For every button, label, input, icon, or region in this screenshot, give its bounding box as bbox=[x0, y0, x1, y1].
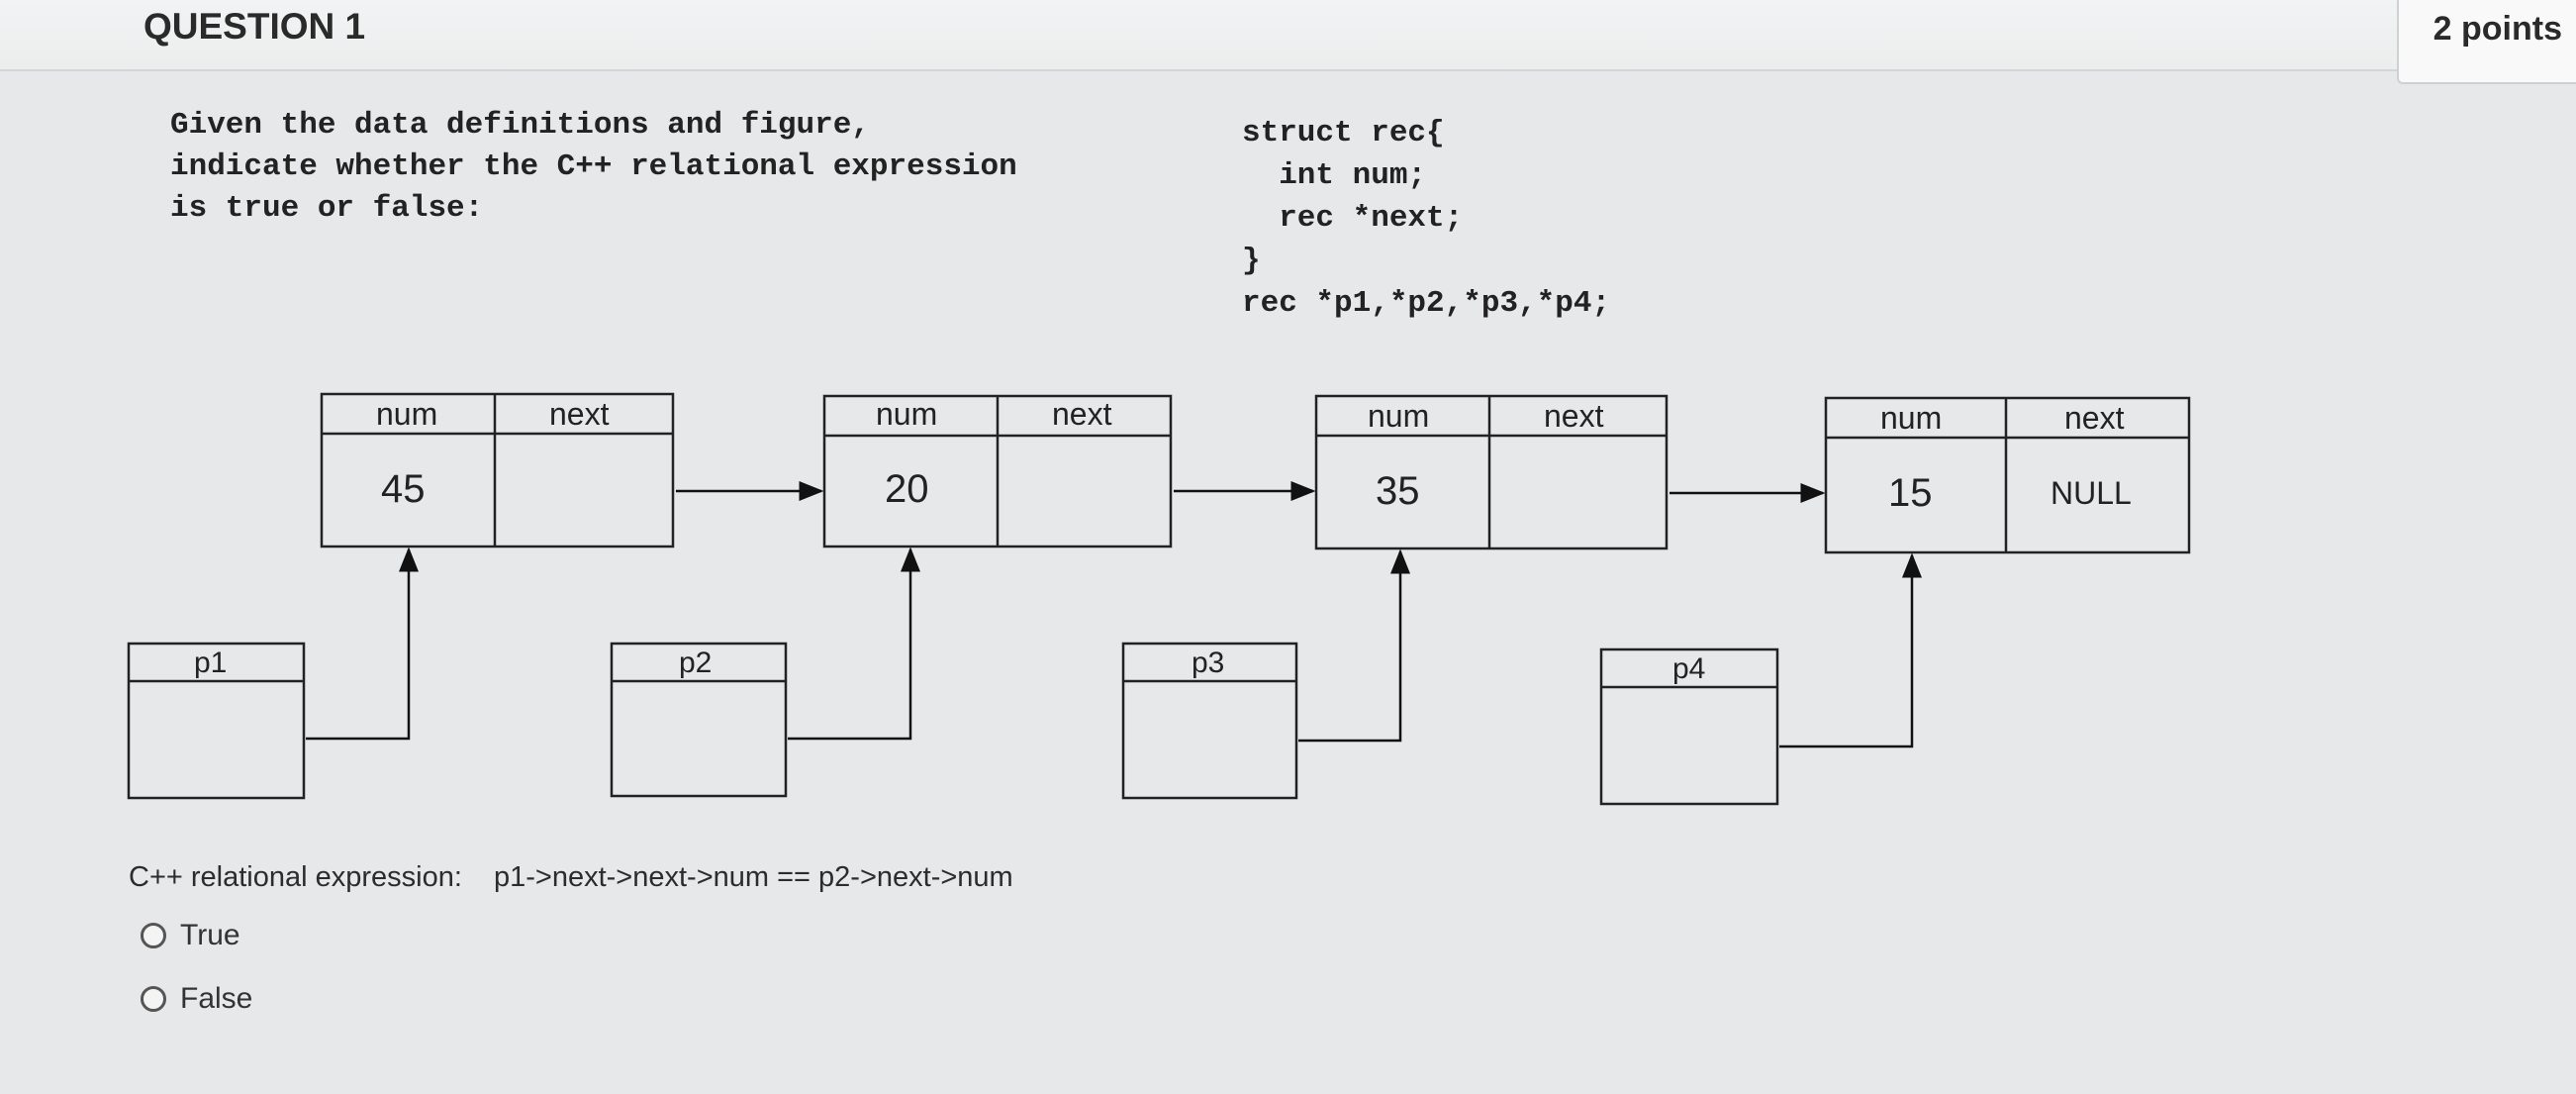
node-2-num-header: num bbox=[876, 396, 938, 432]
pointer-box-p2 bbox=[610, 642, 788, 798]
code-line-5: rec *p1,*p2,*p3,*p4; bbox=[1242, 286, 1611, 321]
question-header bbox=[0, 0, 2576, 71]
pointer-box-p1 bbox=[127, 642, 306, 800]
expression-value: p1->next->next->num == p2->next->num bbox=[493, 861, 1013, 893]
pointer-label-p4: p4 bbox=[1672, 652, 1706, 685]
node-1-num-header: num bbox=[376, 396, 438, 432]
pointer-box-p3 bbox=[1121, 642, 1298, 800]
code-line-2: int num; bbox=[1242, 158, 1427, 193]
prompt-line-1: Given the data definitions and figure, bbox=[170, 108, 870, 143]
code-line-1: struct rec{ bbox=[1242, 116, 1445, 150]
node-3-box bbox=[1314, 394, 1669, 550]
prompt-line-2: indicate whether the C++ relational expr… bbox=[170, 149, 1017, 184]
node-4-num: 15 bbox=[1888, 471, 1933, 515]
pointer-label-p2: p2 bbox=[679, 646, 713, 679]
node-4-box bbox=[1824, 396, 2191, 554]
expression-line: C++ relational expression: p1->next->nex… bbox=[129, 861, 1013, 894]
points-box: 2 points bbox=[2397, 0, 2576, 84]
option-true-label[interactable]: True bbox=[180, 919, 240, 951]
pointer-label-p3: p3 bbox=[1192, 646, 1225, 679]
node-4-next-header: next bbox=[2064, 400, 2125, 436]
node-1-box bbox=[320, 392, 675, 548]
pointer-box-p4 bbox=[1599, 647, 1779, 806]
node-4-num-header: num bbox=[1880, 400, 1943, 436]
node-3-num: 35 bbox=[1376, 469, 1420, 513]
code-line-4: } bbox=[1242, 244, 1261, 278]
p2-arrow bbox=[788, 547, 920, 741]
option-true[interactable]: True bbox=[141, 919, 240, 952]
node-2-num: 20 bbox=[885, 467, 929, 511]
points-label: 2 points bbox=[2433, 10, 2562, 48]
radio-true[interactable] bbox=[141, 923, 166, 948]
radio-false[interactable] bbox=[141, 986, 166, 1012]
prompt-line-3: is true or false: bbox=[170, 191, 484, 226]
p3-arrow bbox=[1298, 548, 1410, 743]
pointer-label-p1: p1 bbox=[194, 646, 228, 679]
node-3-next-header: next bbox=[1544, 398, 1604, 434]
node-2-next-header: next bbox=[1052, 396, 1112, 432]
question-title: QUESTION 1 bbox=[143, 6, 366, 47]
option-false[interactable]: False bbox=[141, 982, 252, 1016]
expression-label: C++ relational expression: bbox=[129, 861, 462, 893]
code-line-3: rec *next; bbox=[1242, 201, 1464, 236]
node-1-num: 45 bbox=[381, 467, 426, 511]
node-4-next: NULL bbox=[2051, 475, 2132, 511]
option-false-label[interactable]: False bbox=[180, 982, 253, 1015]
node-1-next-header: next bbox=[549, 396, 610, 432]
node-3-num-header: num bbox=[1368, 398, 1430, 434]
p4-arrow bbox=[1779, 552, 1922, 748]
p1-arrow bbox=[306, 547, 419, 741]
